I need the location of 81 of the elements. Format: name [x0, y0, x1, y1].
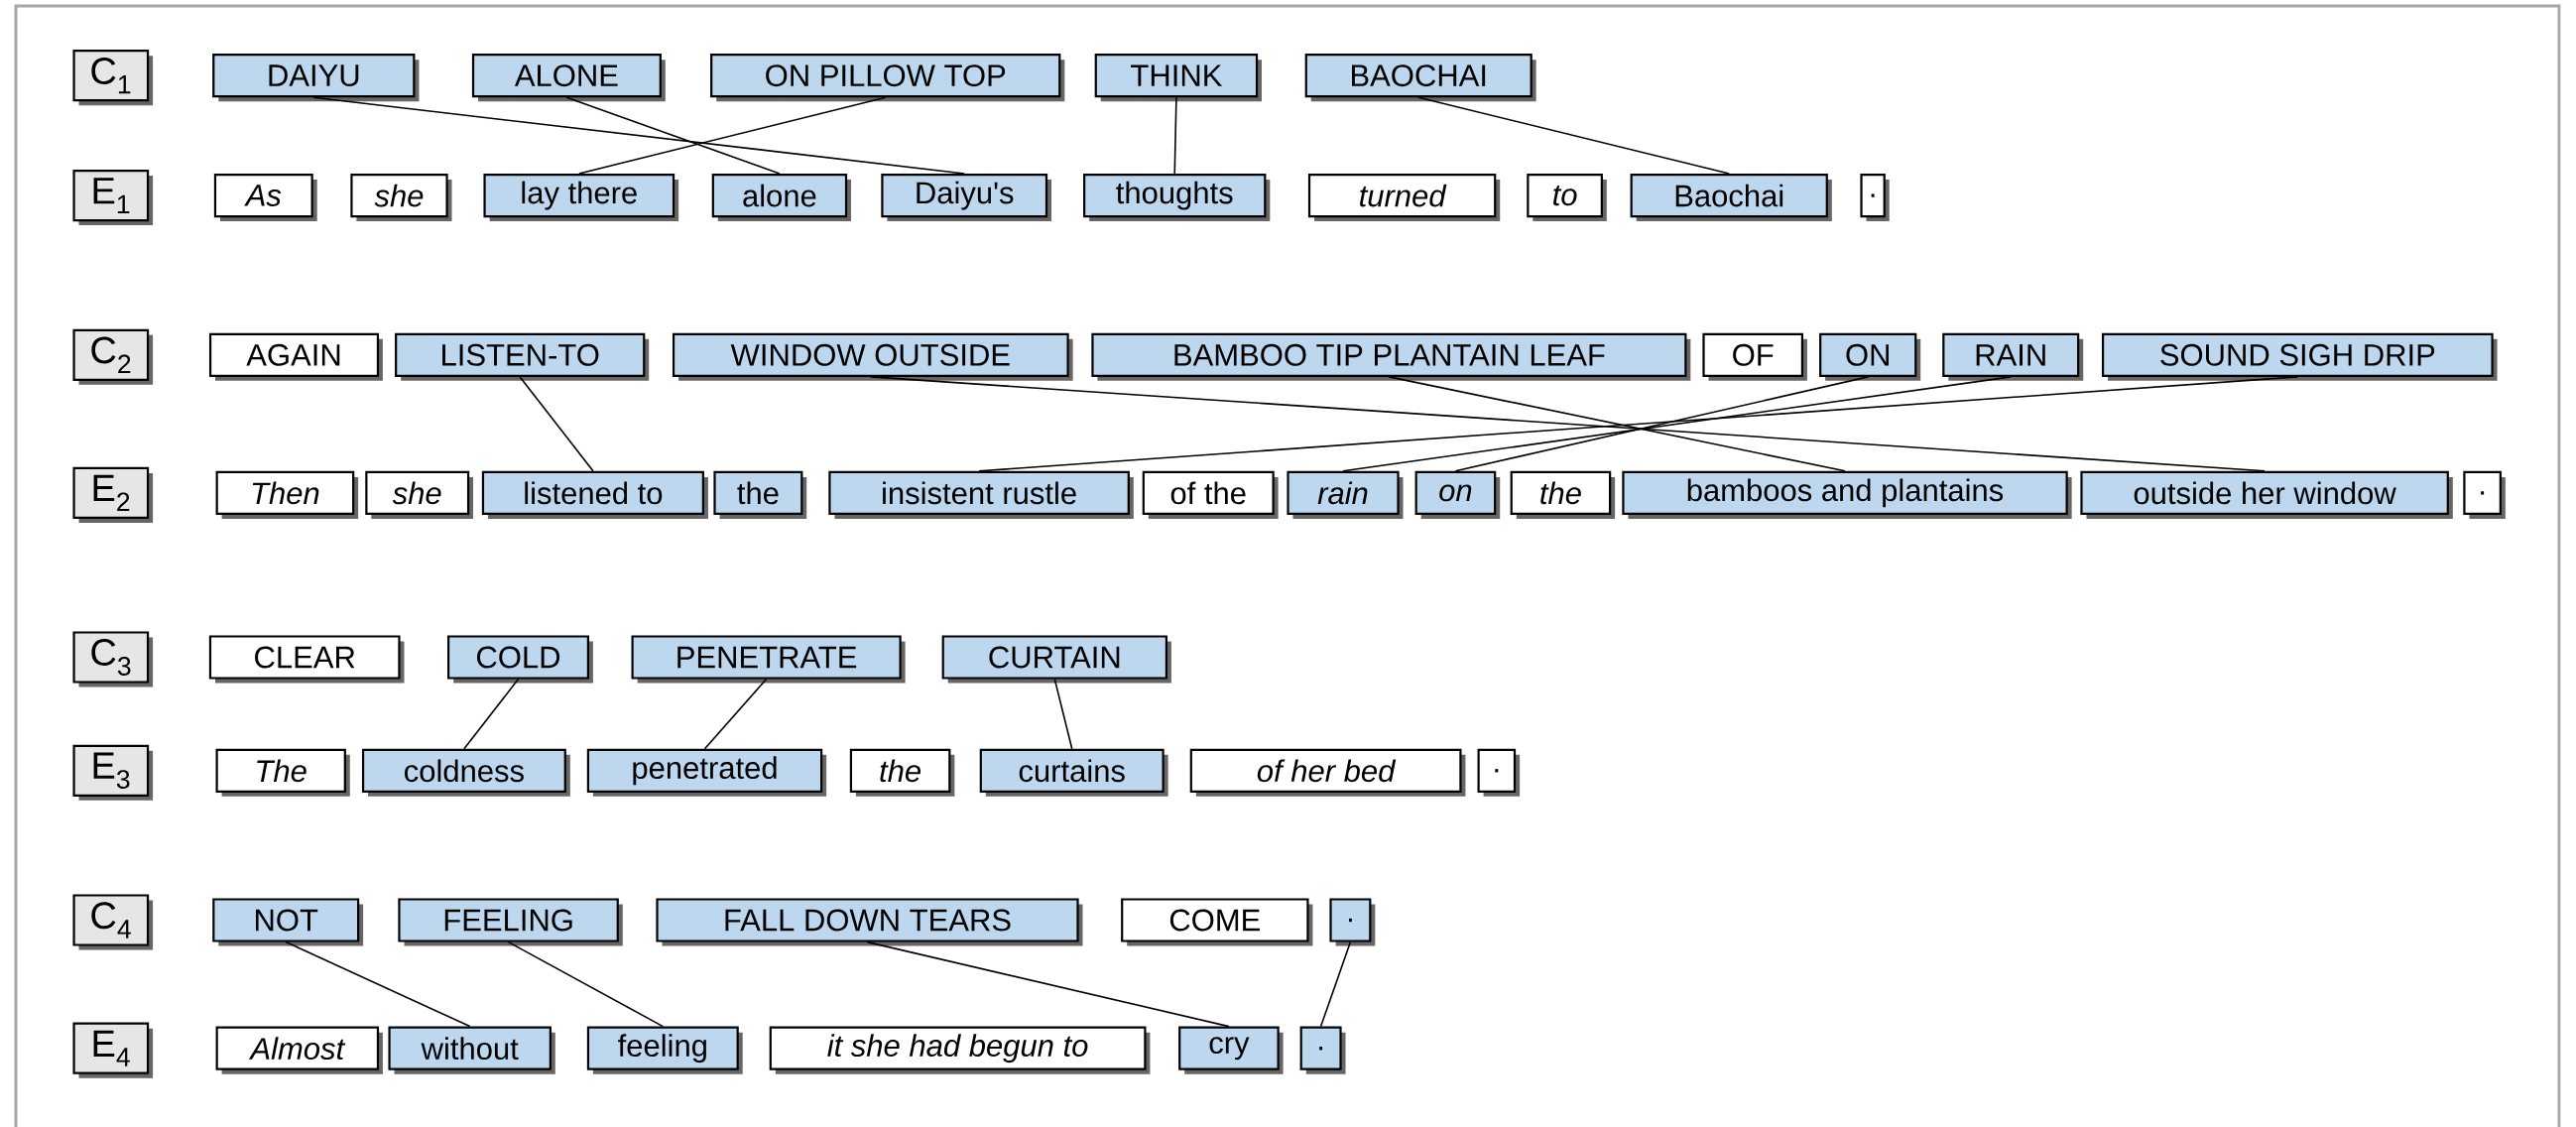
connector-line [463, 678, 520, 750]
aligned-word-box: lay there [483, 174, 679, 222]
connector-line [285, 940, 471, 1028]
word-box: Then [215, 470, 359, 519]
word-box: . [2463, 470, 2506, 519]
aligned-word-box: ON [1819, 332, 1921, 381]
row-label-box: E$_{2}$ [72, 466, 154, 523]
aligned-word-box: FALL DOWN TEARS [656, 898, 1083, 946]
connector-line [1417, 96, 1730, 175]
row-label-box: C$_{3}$ [72, 631, 154, 688]
row-label-box: C$_{4}$ [72, 894, 154, 950]
aligned-word-box: rain [1287, 470, 1404, 519]
connector-line [519, 376, 594, 472]
connector-line [1454, 376, 1869, 472]
aligned-word-box: on [1414, 470, 1501, 519]
word-box: AGAIN [208, 332, 383, 381]
aligned-word-box: insistent rustle [828, 470, 1134, 519]
connector-line [1388, 376, 1846, 472]
aligned-word-box: DAIYU [212, 54, 420, 102]
aligned-word-box: ON PILLOW TOP [710, 54, 1065, 102]
aligned-word-box: bamboos and plantains [1622, 470, 2072, 519]
word-box: she [350, 174, 452, 222]
aligned-word-box: without [388, 1026, 555, 1074]
aligned-word-box: RAIN [1942, 332, 2084, 381]
connector-line [312, 96, 965, 175]
word-box: CLEAR [208, 635, 405, 684]
word-box: COME [1121, 898, 1313, 946]
connector-line [578, 96, 887, 175]
word-box: OF [1702, 332, 1807, 381]
aligned-word-box: cry [1178, 1026, 1284, 1074]
aligned-word-box: alone [711, 174, 851, 222]
word-box: to [1527, 174, 1607, 222]
aligned-word-box: coldness [361, 748, 570, 797]
connector-line [1053, 678, 1073, 750]
aligned-word-box: PENETRATE [631, 635, 906, 684]
connector-line [565, 96, 781, 175]
aligned-word-box: LISTEN-TO [395, 332, 650, 381]
word-box: . [1477, 748, 1521, 797]
aligned-word-box: BAMBOO TIP PLANTAIN LEAF [1091, 332, 1691, 381]
aligned-word-box: NOT [212, 898, 364, 946]
aligned-word-box: FEELING [398, 898, 623, 946]
word-box: The [215, 748, 350, 797]
row-label-box: C$_{1}$ [72, 50, 154, 106]
word-box: she [365, 470, 473, 519]
connector-line [1173, 96, 1177, 175]
word-box: turned [1307, 174, 1501, 222]
connector-line [1319, 940, 1352, 1028]
connector-line [866, 940, 1230, 1028]
aligned-word-box: . [1329, 898, 1376, 946]
aligned-word-box: the [713, 470, 807, 519]
connector-line [507, 940, 665, 1028]
word-box: of the [1142, 470, 1279, 519]
aligned-word-box: CURTAIN [941, 635, 1171, 684]
word-box: As [213, 174, 317, 222]
aligned-word-box: penetrated [586, 748, 827, 797]
aligned-word-box: outside her window [2080, 470, 2453, 519]
connector-line [703, 678, 768, 750]
aligned-word-box: WINDOW OUTSIDE [672, 332, 1073, 381]
word-box: of her bed [1189, 748, 1466, 797]
aligned-word-box: feeling [586, 1026, 743, 1074]
aligned-word-box: SOUND SIGH DRIP [2101, 332, 2498, 381]
word-box: it she had begun to [769, 1026, 1151, 1074]
connector-line [1342, 376, 2012, 472]
row-label-box: E$_{3}$ [72, 744, 154, 801]
word-box: Almost [215, 1026, 383, 1074]
row-label-box: C$_{2}$ [72, 328, 154, 385]
aligned-word-box: Baochai [1630, 174, 1832, 222]
aligned-word-box: THINK [1094, 54, 1262, 102]
aligned-word-box: . [1299, 1026, 1346, 1074]
aligned-word-box: curtains [979, 748, 1168, 797]
aligned-word-box: BAOCHAI [1304, 54, 1536, 102]
word-box: the [849, 748, 955, 797]
word-box: the [1510, 470, 1616, 519]
word-box: . [1860, 174, 1890, 222]
aligned-word-box: COLD [447, 635, 593, 684]
aligned-word-box: ALONE [471, 54, 666, 102]
row-label-box: E$_{1}$ [72, 170, 154, 226]
aligned-word-box: thoughts [1083, 174, 1271, 222]
aligned-word-box: listened to [481, 470, 708, 519]
row-label-box: E$_{4}$ [72, 1022, 154, 1078]
aligned-word-box: Daiyu's [881, 174, 1051, 222]
